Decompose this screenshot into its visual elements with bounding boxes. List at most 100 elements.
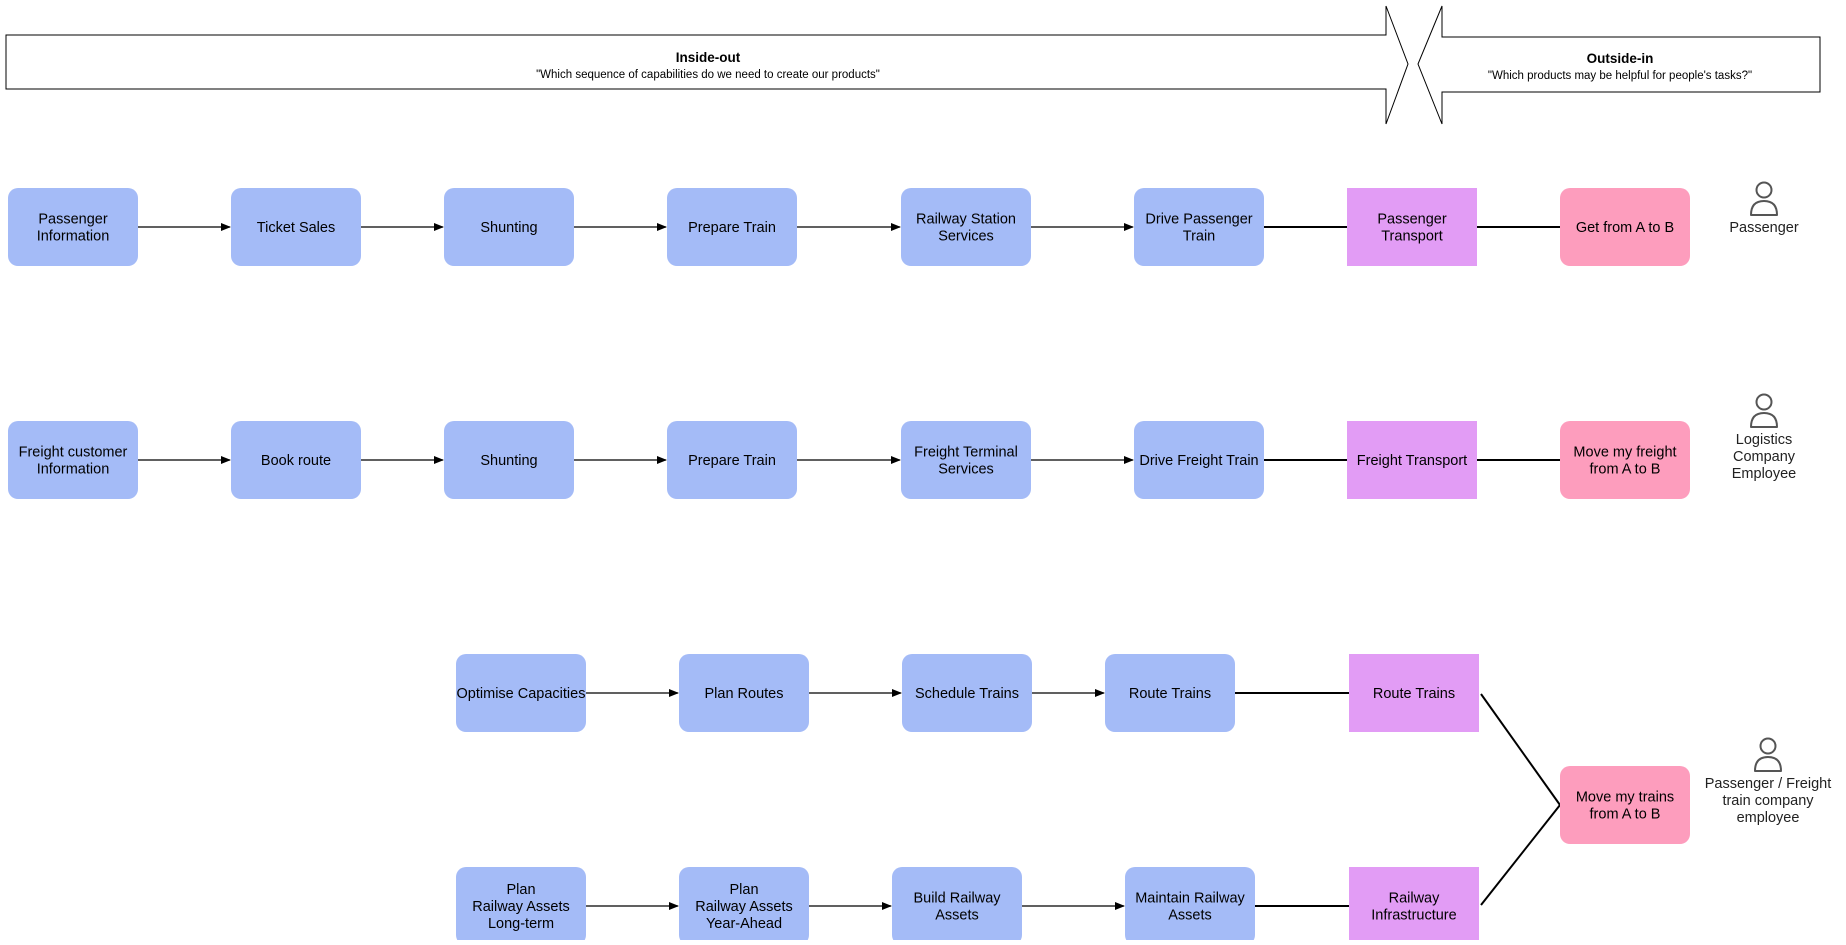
node-label: Prepare Train: [688, 453, 776, 469]
node-label: Train: [1183, 229, 1216, 245]
capability-node-r2[interactable]: Plan Routes: [679, 654, 809, 732]
node-label: Schedule Trains: [915, 686, 1019, 702]
node-label: Railway: [1389, 891, 1441, 907]
capability-node-r4[interactable]: Route Trains: [1105, 654, 1235, 732]
node-label: Route Trains: [1373, 686, 1455, 702]
node-label: Year-Ahead: [706, 916, 782, 932]
capability-node-f4[interactable]: Prepare Train: [667, 421, 797, 499]
capability-box: [444, 188, 574, 266]
node-label: Freight customer: [19, 445, 128, 461]
node-label: Move my trains: [1576, 790, 1674, 806]
node-label: Ticket Sales: [257, 220, 335, 236]
node-label: Plan: [506, 882, 535, 898]
capability-box: [8, 188, 138, 266]
node-label: Move my freight: [1573, 445, 1676, 461]
capability-box: [902, 654, 1032, 732]
person-icon: [1750, 393, 1778, 428]
capability-node-f3[interactable]: Shunting: [444, 421, 574, 499]
product-box: [1347, 421, 1477, 499]
node-label: Information: [37, 229, 110, 245]
capability-box: [1134, 188, 1264, 266]
capability-node-f2[interactable]: Book route: [231, 421, 361, 499]
node-label: from A to B: [1590, 462, 1661, 478]
capability-box: [456, 654, 586, 732]
actor-label: Employee: [1732, 466, 1796, 482]
node-label: Infrastructure: [1371, 908, 1456, 924]
product-box: [1347, 188, 1477, 266]
outside-in-banner: Outside-in "Which products may be helpfu…: [1417, 5, 1821, 125]
node-label: Services: [938, 229, 994, 245]
capability-box: [667, 188, 797, 266]
inside-out-arrow-shape: [5, 5, 1409, 125]
need-box: [1560, 766, 1690, 844]
node-label: Optimise Capacities: [457, 686, 586, 702]
capability-node-r3[interactable]: Schedule Trains: [902, 654, 1032, 732]
node-label: Shunting: [480, 220, 537, 236]
node-label: Get from A to B: [1576, 220, 1674, 236]
node-label: Transport: [1381, 229, 1443, 245]
node-label: Drive Passenger: [1145, 212, 1252, 228]
capability-box: [231, 188, 361, 266]
capability-node-f6[interactable]: Drive Freight Train: [1134, 421, 1264, 499]
capability-box: [1134, 421, 1264, 499]
actor-passenger: Passenger: [1729, 181, 1799, 236]
actor-label: train company: [1722, 793, 1814, 809]
node-label: Freight Transport: [1357, 453, 1467, 469]
node-label: Build Railway: [913, 891, 1001, 907]
product-node-f7[interactable]: Freight Transport: [1347, 421, 1477, 499]
capability-node-n3[interactable]: Shunting: [444, 188, 574, 266]
inside-out-subtitle: "Which sequence of capabilities do we ne…: [536, 69, 880, 81]
outside-in-arrow-shape: [1417, 5, 1821, 125]
node-label: from A to B: [1590, 807, 1661, 823]
product-box: [1349, 654, 1479, 732]
need-node-n8[interactable]: Get from A to B: [1560, 188, 1690, 266]
capability-box: [456, 867, 586, 945]
node-label: Book route: [261, 453, 331, 469]
actor-label: Company: [1733, 449, 1796, 465]
capability-box: [679, 654, 809, 732]
outside-in-title: Outside-in: [1587, 51, 1654, 66]
node-label: Maintain Railway: [1135, 891, 1245, 907]
capability-node-n2[interactable]: Ticket Sales: [231, 188, 361, 266]
person-icon: [1750, 181, 1778, 216]
node-label: Railway Assets: [695, 899, 793, 915]
node-label: Shunting: [480, 453, 537, 469]
actor-label: Passenger / Freight: [1705, 776, 1832, 792]
actor-label: employee: [1737, 810, 1800, 826]
capability-box: [892, 867, 1022, 945]
node-label: Passenger: [1377, 212, 1446, 228]
capability-box: [679, 867, 809, 945]
node-label: Passenger: [38, 212, 107, 228]
node-label: Assets: [935, 908, 979, 924]
person-icon: [1754, 737, 1782, 772]
capability-box: [231, 421, 361, 499]
actor-label: Logistics: [1736, 432, 1792, 448]
node-label: Prepare Train: [688, 220, 776, 236]
capability-node-r1[interactable]: Optimise Capacities: [456, 654, 586, 732]
node-label: Drive Freight Train: [1139, 453, 1258, 469]
actors: PassengerLogisticsCompanyEmployeePasseng…: [1705, 181, 1832, 826]
capability-node-n4[interactable]: Prepare Train: [667, 188, 797, 266]
product-node-r5[interactable]: Route Trains: [1349, 654, 1479, 732]
node-label: Freight Terminal: [914, 445, 1018, 461]
need-box: [1560, 188, 1690, 266]
capability-box: [1105, 654, 1235, 732]
node-label: Assets: [1168, 908, 1212, 924]
